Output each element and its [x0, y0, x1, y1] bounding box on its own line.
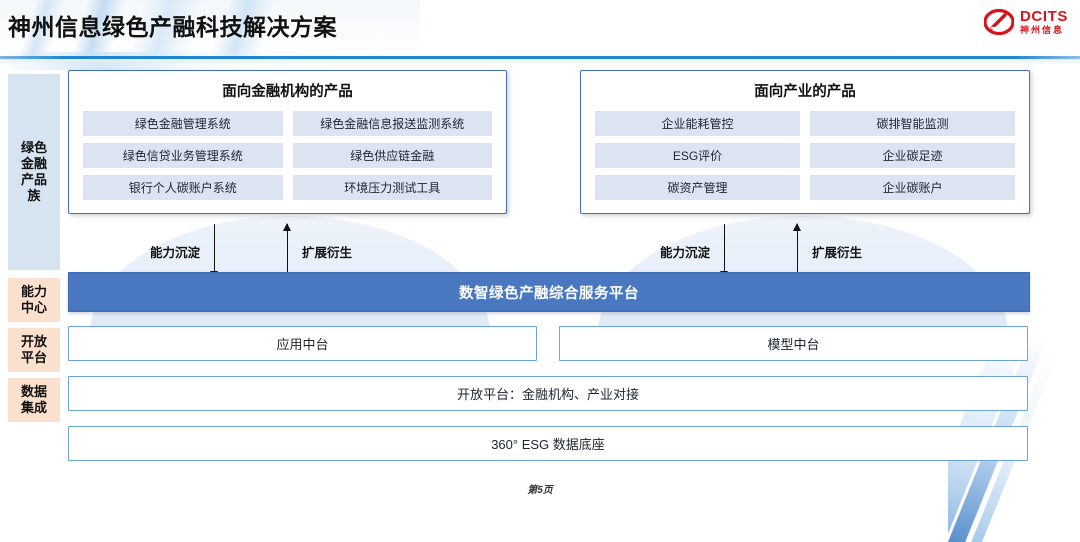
- panel-title-right: 面向产业的产品: [754, 84, 856, 100]
- logo-text-en: DCITS: [1020, 8, 1068, 25]
- sidebar-item-capability-center: 能力 中心: [8, 278, 60, 322]
- sidebar-label-1: 能力 中心: [20, 283, 47, 315]
- sidebar-item-open-platform: 开放 平台: [8, 328, 60, 372]
- flow-label-up-right: 扩展衍生: [812, 245, 863, 260]
- product-chip[interactable]: 银行个人碳账户系统: [83, 175, 283, 200]
- arrow-down-icon: [210, 224, 219, 279]
- product-chip[interactable]: 绿色金融信息报送监测系统: [292, 111, 492, 136]
- arrow-down-icon: [720, 224, 729, 279]
- header-divider-glow: [0, 59, 1080, 65]
- dcits-swoosh-icon: [984, 9, 1014, 35]
- sidebar-item-data-integration: 数据 集成: [8, 378, 60, 422]
- product-chip[interactable]: 碳资产管理: [595, 175, 800, 200]
- flow-label-down-left: 能力沉淀: [150, 245, 201, 260]
- sidebar-label-3: 数据 集成: [20, 383, 47, 415]
- sidebar-label-0: 绿色 金融 产品 族: [20, 139, 47, 204]
- capability-cell-model-midend[interactable]: 模型中台: [559, 326, 1028, 361]
- product-chip[interactable]: ESG评价: [595, 143, 800, 168]
- page-title: 神州信息绿色产融科技解决方案: [8, 14, 337, 40]
- panel-left-chip-grid: 绿色金融管理系统 绿色金融信息报送监测系统 绿色信贷业务管理系统 绿色供应链金融…: [69, 101, 506, 200]
- company-logo: DCITS 神州信息: [984, 9, 1068, 35]
- flow-label-up-left: 扩展衍生: [302, 245, 353, 260]
- open-platform-row: 开放平台：金融机构、产业对接: [68, 376, 1028, 411]
- header-divider-line: [0, 56, 1080, 59]
- open-platform-cell[interactable]: 开放平台：金融机构、产业对接: [68, 376, 1028, 411]
- panel-industry-products: 面向产业的产品 企业能耗管控 碳排智能监测 ESG评价 企业碳足迹 碳资产管理 …: [580, 70, 1030, 214]
- platform-banner[interactable]: 数智绿色产融综合服务平台: [68, 272, 1030, 312]
- page-footer: 第5页: [527, 485, 553, 496]
- capability-cell-application-midend[interactable]: 应用中台: [68, 326, 537, 361]
- capability-center-row: 应用中台 模型中台: [68, 326, 1028, 361]
- flow-arrows-right: 能力沉淀 扩展衍生: [660, 218, 990, 284]
- product-chip[interactable]: 企业能耗管控: [595, 111, 800, 136]
- data-integration-cell[interactable]: 360° ESG 数据底座: [68, 426, 1028, 461]
- flow-arrows-left: 能力沉淀 扩展衍生: [150, 218, 470, 284]
- product-chip[interactable]: 碳排智能监测: [810, 111, 1015, 136]
- flow-label-down-right: 能力沉淀: [660, 245, 711, 260]
- arrow-up-icon: [793, 223, 802, 278]
- product-chip[interactable]: 环境压力测试工具: [292, 175, 492, 200]
- product-chip[interactable]: 绿色信贷业务管理系统: [83, 143, 283, 168]
- panel-title-left: 面向金融机构的产品: [222, 84, 353, 100]
- sidebar-item-green-finance-products: 绿色 金融 产品 族: [8, 74, 60, 270]
- product-chip[interactable]: 绿色金融管理系统: [83, 111, 283, 136]
- diagram-stage: 绿色 金融 产品 族 能力 中心 开放 平台 数据 集成 面向金融机构的产品 绿…: [0, 66, 1080, 486]
- panel-financial-institution-products: 面向金融机构的产品 绿色金融管理系统 绿色金融信息报送监测系统 绿色信贷业务管理…: [68, 70, 507, 214]
- arrow-up-icon: [283, 223, 292, 278]
- product-chip[interactable]: 绿色供应链金融: [292, 143, 492, 168]
- sidebar-label-2: 开放 平台: [20, 333, 47, 365]
- product-chip[interactable]: 企业碳足迹: [810, 143, 1015, 168]
- logo-text-cn: 神州信息: [1020, 25, 1065, 35]
- data-integration-row: 360° ESG 数据底座: [68, 426, 1028, 461]
- product-chip[interactable]: 企业碳账户: [810, 175, 1015, 200]
- panel-right-chip-grid: 企业能耗管控 碳排智能监测 ESG评价 企业碳足迹 碳资产管理 企业碳账户: [581, 101, 1029, 200]
